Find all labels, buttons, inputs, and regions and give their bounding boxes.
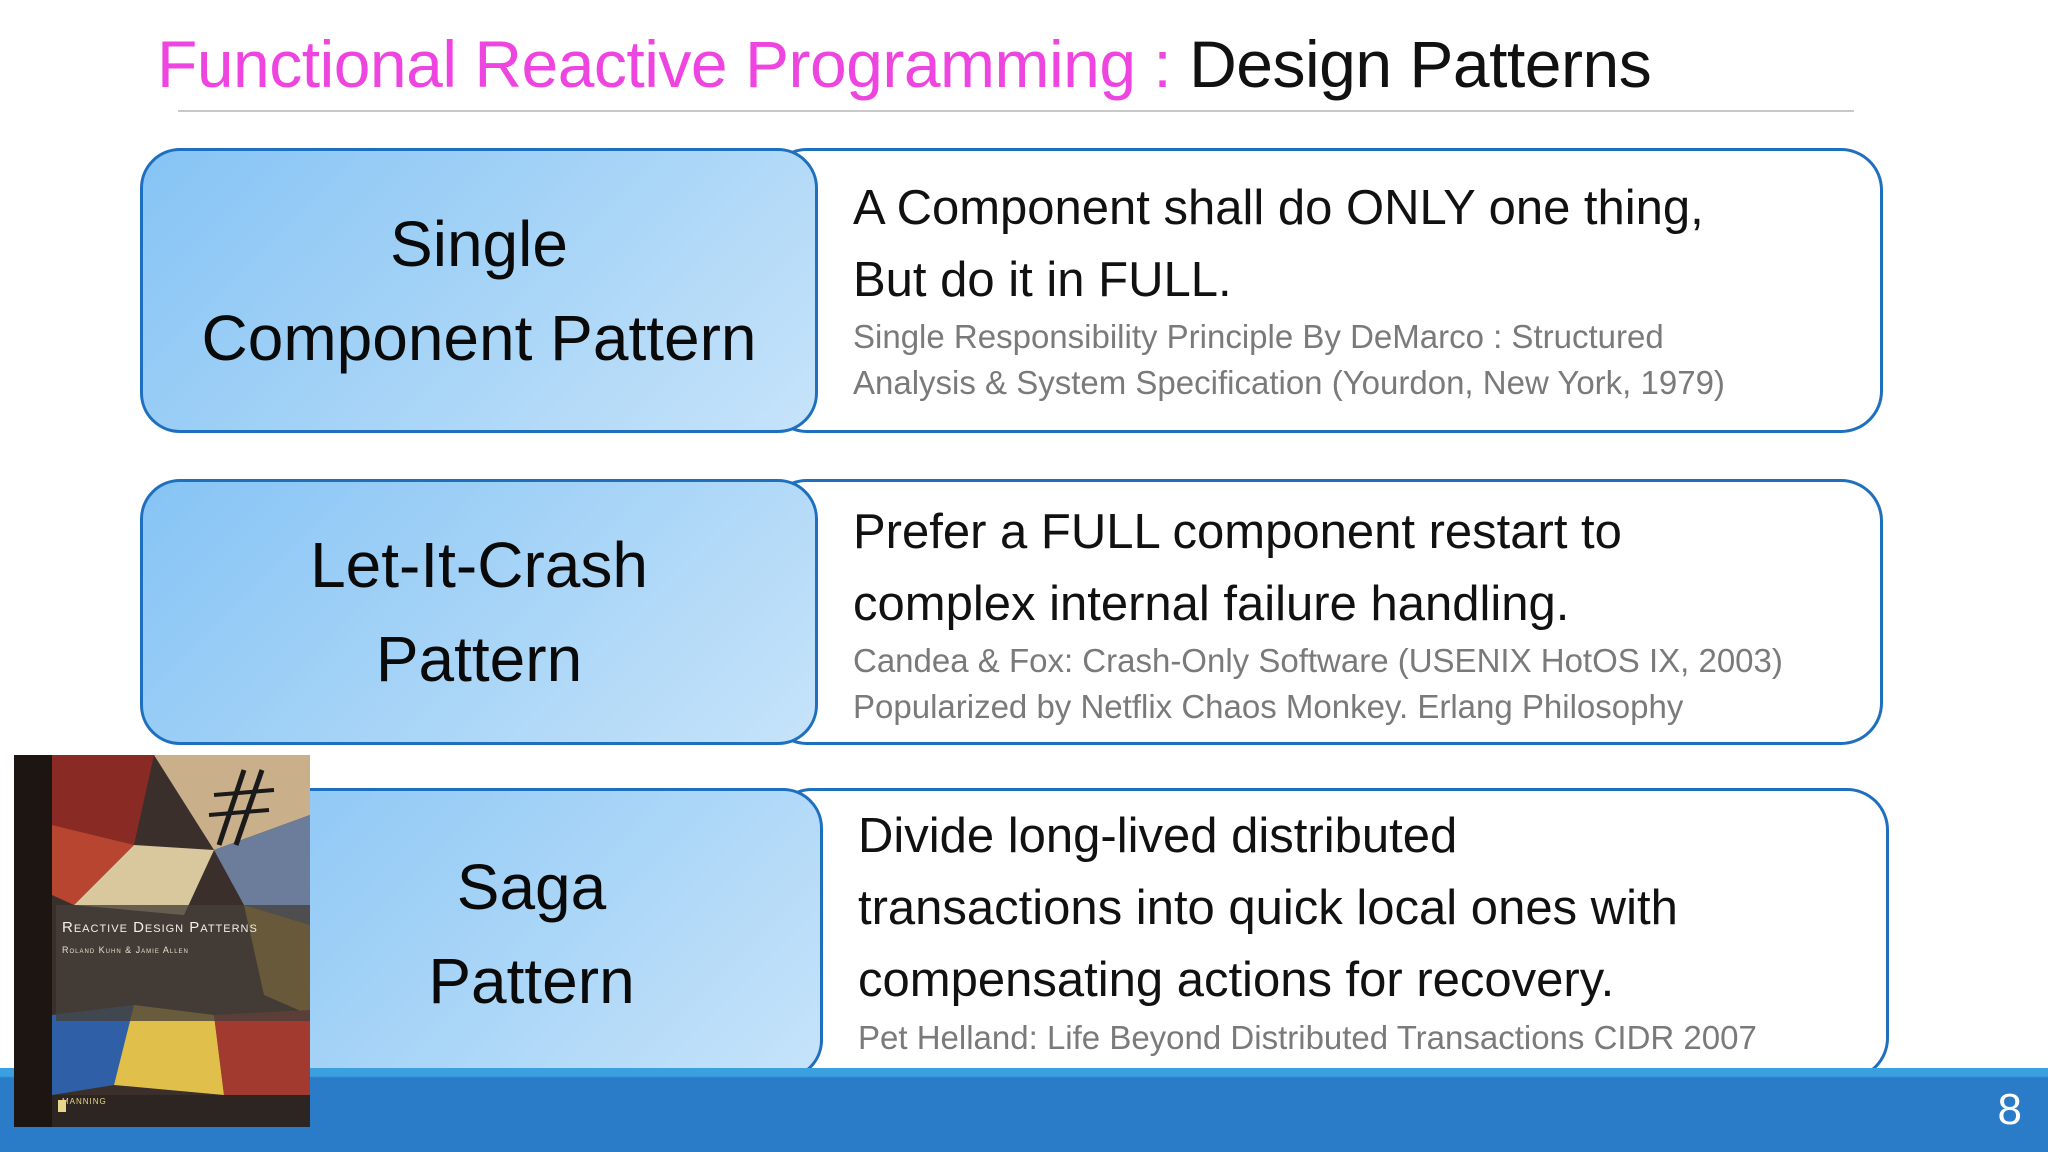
- book-authors: Roland Kuhn & Jamie Allen: [62, 945, 189, 955]
- title-accent: Functional Reactive Programming :: [157, 27, 1172, 101]
- page-number: 8: [1997, 1085, 2022, 1134]
- book-title: Reactive Design Patterns: [62, 919, 258, 936]
- pattern-2-citation-line-1: Candea & Fox: Crash-Only Software (USENI…: [853, 642, 1783, 679]
- title-divider: [178, 110, 1854, 112]
- pattern-1-main-line-2: But do it in FULL.: [853, 253, 1232, 307]
- pattern-3-main-line-3: compensating actions for recovery.: [858, 953, 1615, 1007]
- pattern-3-main-line-2: transactions into quick local ones with: [858, 881, 1678, 935]
- pattern-1-main-line-1: A Component shall do ONLY one thing,: [853, 181, 1704, 235]
- pattern-3-main-line-1: Divide long-lived distributed: [858, 809, 1458, 863]
- pattern-1-label: Single Component Pattern: [201, 207, 757, 374]
- pattern-1-description-box: [765, 148, 1883, 433]
- pattern-1-label-box: Single Component Pattern: [140, 148, 818, 433]
- title-rest: Design Patterns: [1189, 27, 1652, 101]
- pattern-3-citation-line-1: Pet Helland: Life Beyond Distributed Tra…: [858, 1019, 1757, 1056]
- slide-title: Functional Reactive Programming : Design…: [157, 22, 1652, 106]
- pattern-2-label-box: Let-It-Crash Pattern: [140, 479, 818, 745]
- pattern-2-main-line-2: complex internal failure handling.: [853, 577, 1570, 631]
- pattern-1-citation-line-2: Analysis & System Specification (Yourdon…: [853, 364, 1725, 401]
- book-cover-image: Reactive Design Patterns Roland Kuhn & J…: [14, 755, 310, 1127]
- pattern-2-description-box: [765, 479, 1883, 745]
- book-title-band: [56, 905, 310, 1021]
- pattern-2-label: Let-It-Crash Pattern: [310, 529, 648, 695]
- pattern-1-citation-line-1: Single Responsibility Principle By DeMar…: [853, 318, 1664, 355]
- pattern-2-main-line-1: Prefer a FULL component restart to: [853, 505, 1622, 559]
- book-publisher: MANNING: [62, 1097, 107, 1106]
- pattern-2-citation-line-2: Popularized by Netflix Chaos Monkey. Erl…: [853, 688, 1684, 725]
- pattern-3-label: Saga Pattern: [428, 851, 635, 1017]
- footer-bar: [0, 1068, 2048, 1152]
